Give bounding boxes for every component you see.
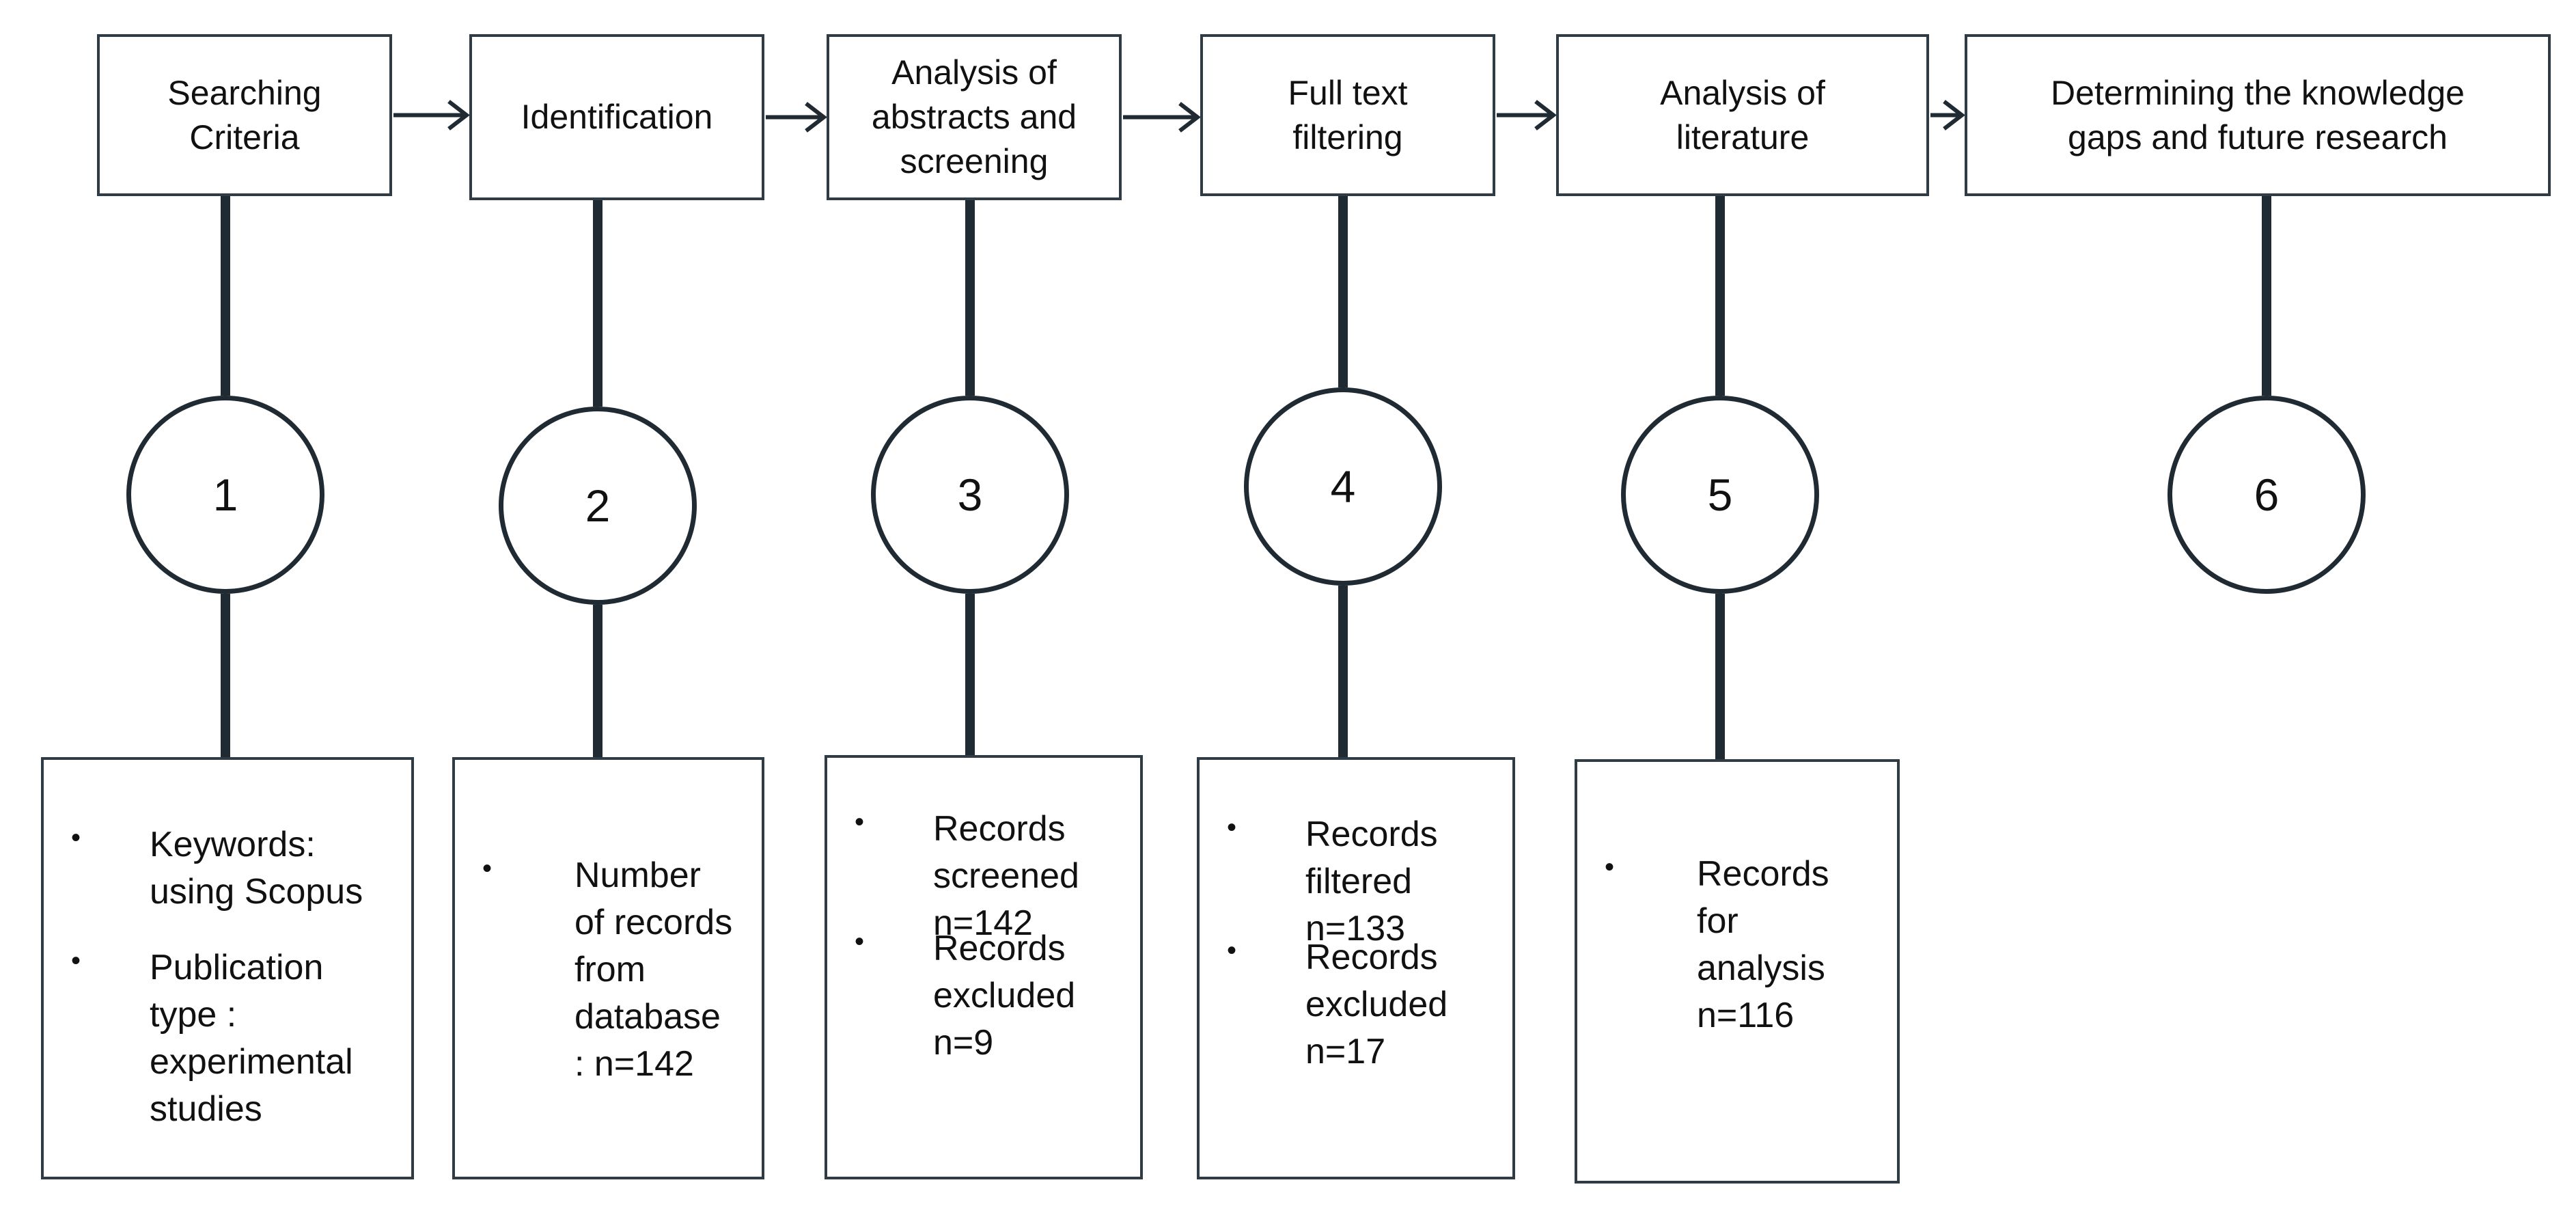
stage-number-circle: 5 (1621, 396, 1819, 594)
stage-number: 3 (957, 469, 983, 520)
bullet-dot-icon: • (482, 853, 493, 884)
stage-title: Determining the knowledge gaps and futur… (2051, 73, 2465, 156)
stage-number: 2 (585, 480, 611, 531)
stage-title-box: Identification (469, 34, 764, 200)
detail-text: Records for analysis n=116 (1697, 854, 1829, 1035)
stage-title-box: Analysis of abstracts and screening (827, 34, 1122, 200)
stage-number-circle: 4 (1244, 387, 1442, 586)
stage-number-circle: 6 (2168, 396, 2366, 594)
bullet-dot-icon: • (71, 823, 81, 853)
stage-title: Identification (521, 98, 713, 136)
stage-title: Analysis of literature (1660, 73, 1825, 156)
stage-details-box: • Records screened n=142 • Records excluded… (825, 755, 1143, 1179)
stage-number: 1 (212, 469, 238, 520)
bullet-dot-icon: • (855, 927, 865, 957)
detail-text: Records excluded n=9 (933, 929, 1076, 1063)
stage-details-box: • Keywords: using Scopus • Publication type… (41, 757, 414, 1179)
detail-text: Publication type : experimental studies (150, 948, 353, 1129)
stage-title-box: Determining the knowledge gaps and futur… (1965, 34, 2551, 196)
stage-number-circle: 1 (126, 396, 324, 594)
detail-text: Records screened n=142 (933, 809, 1079, 943)
bullet-dot-icon: • (855, 807, 865, 837)
stage-title: Analysis of abstracts and screening (871, 53, 1077, 180)
stage-number: 5 (1707, 469, 1733, 520)
stage-number-circle: 2 (499, 407, 697, 605)
arrow-head-icon (805, 102, 827, 133)
stage-title-box: Full text filtering (1200, 34, 1495, 196)
stage-number: 4 (1330, 461, 1356, 512)
detail-text: Number of records from database : n=142 (574, 856, 733, 1084)
stage-title-box: Analysis of literature (1556, 34, 1929, 196)
stage-title: Full text filtering (1288, 73, 1408, 156)
stage-number: 6 (2254, 469, 2280, 520)
stage-details-box: • Number of records from database : n=142 (452, 757, 764, 1179)
detail-text: Records filtered n=133 (1305, 815, 1438, 948)
detail-text: Keywords: using Scopus (150, 825, 363, 912)
stage-title-box: Searching Criteria (97, 34, 392, 196)
bullet-dot-icon: • (1227, 812, 1237, 843)
bullet-dot-icon: • (71, 946, 81, 976)
detail-text: Records excluded n=17 (1305, 938, 1448, 1071)
arrow-head-icon (447, 100, 470, 131)
stage-details-box: • Records for analysis n=116 (1575, 759, 1900, 1184)
arrow-head-icon (1178, 102, 1201, 133)
bullet-dot-icon: • (1605, 852, 1615, 882)
stage-title: Searching Criteria (167, 73, 322, 156)
stage-details-box: • Records filtered n=133 • Records excluded… (1197, 757, 1515, 1179)
arrow-head-icon (1943, 100, 1965, 131)
stage-number-circle: 3 (871, 396, 1069, 594)
arrow-head-icon (1534, 100, 1557, 131)
bullet-dot-icon: • (1227, 935, 1237, 966)
